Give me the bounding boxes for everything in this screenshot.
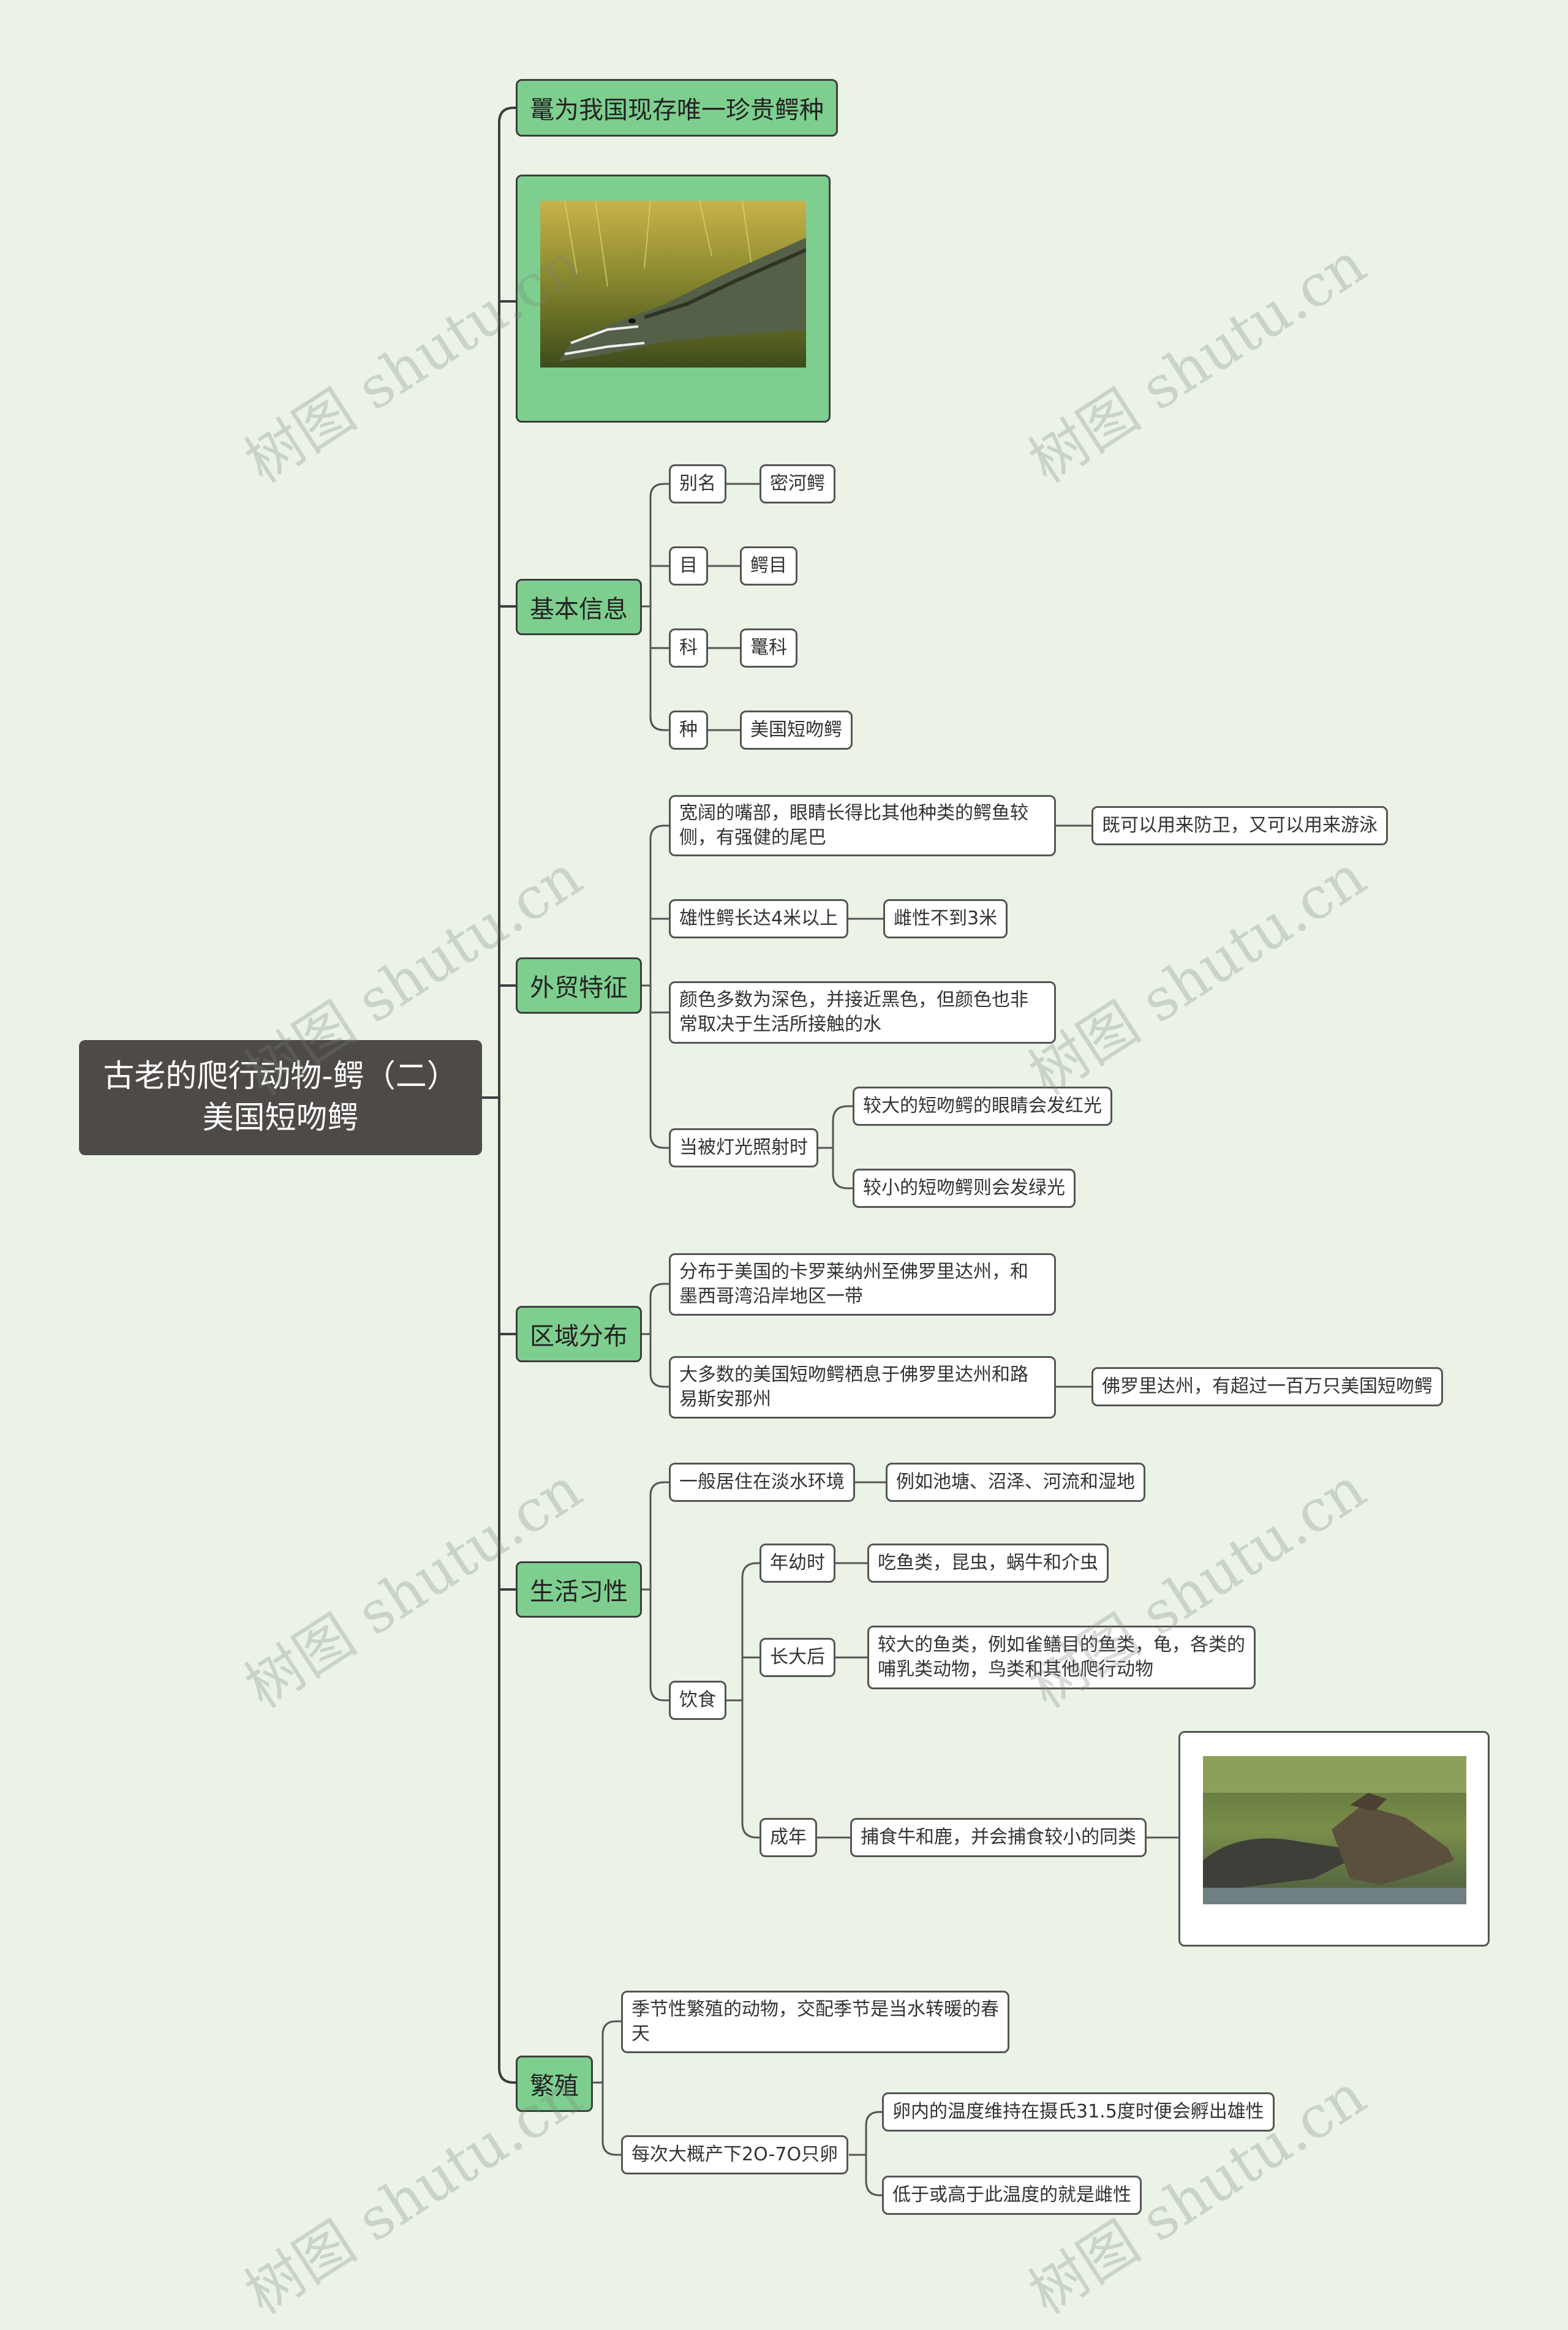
habit-diet[interactable]: 饮食 (669, 1681, 726, 1720)
branch-features[interactable]: 外贸特征 (516, 957, 642, 1014)
branch-basic-info[interactable]: 基本信息 (516, 579, 642, 635)
root-title-line2: 美国短吻鳄 (103, 1098, 458, 1139)
branch-rare-species[interactable]: 鼍为我国现存唯一珍贵鳄种 (516, 79, 838, 137)
basic-key-species[interactable]: 种 (669, 711, 708, 750)
basic-value-species[interactable]: 美国短吻鳄 (740, 711, 853, 750)
diet-grown-food[interactable]: 较大的鱼类，例如雀鳝目的鱼类，龟，各类的哺乳类动物，鸟类和其他爬行动物 (867, 1626, 1256, 1689)
branch-region[interactable]: 区域分布 (516, 1306, 642, 1362)
branch-habits[interactable]: 生活习性 (516, 1561, 642, 1618)
habit-freshwater-examples[interactable]: 例如池塘、沼泽、河流和湿地 (886, 1463, 1145, 1502)
crocodile-photo-card[interactable] (516, 175, 831, 423)
diet-adult[interactable]: 成年 (760, 1818, 817, 1857)
breed-egg-count[interactable]: 每次大概产下2O-7O只卵 (621, 2135, 848, 2174)
alligator-photo-card[interactable] (1178, 1731, 1490, 1947)
feature-tail-use[interactable]: 既可以用来防卫，又可以用来游泳 (1091, 806, 1388, 845)
diet-grown[interactable]: 长大后 (760, 1638, 835, 1677)
region-distribution[interactable]: 分布于美国的卡罗莱纳州至佛罗里达州，和墨西哥湾沿岸地区一带 (669, 1253, 1056, 1316)
diet-young[interactable]: 年幼时 (760, 1544, 835, 1583)
feature-mouth-eyes[interactable]: 宽阔的嘴部，眼睛长得比其他种类的鳄鱼较侧，有强健的尾巴 (669, 795, 1056, 856)
breed-male-temp[interactable]: 卵内的温度维持在摄氏31.5度时便会孵出雄性 (882, 2092, 1275, 2132)
basic-value-family[interactable]: 鼍科 (740, 628, 797, 668)
feature-male-length[interactable]: 雄性鳄长达4米以上 (669, 899, 848, 938)
basic-value-alias[interactable]: 密河鳄 (760, 464, 835, 503)
alligator-photo (1203, 1756, 1466, 1904)
region-florida-count[interactable]: 佛罗里达州，有超过一百万只美国短吻鳄 (1091, 1367, 1443, 1406)
feature-female-length[interactable]: 雌性不到3米 (883, 899, 1008, 938)
root-title-line1: 古老的爬行动物-鳄（二） (103, 1056, 458, 1098)
breed-season[interactable]: 季节性繁殖的动物，交配季节是当水转暖的春天 (621, 1991, 1009, 2053)
basic-key-alias[interactable]: 别名 (669, 464, 726, 503)
feature-light[interactable]: 当被灯光照射时 (669, 1128, 818, 1167)
region-habitat[interactable]: 大多数的美国短吻鳄栖息于佛罗里达州和路易斯安那州 (669, 1356, 1056, 1419)
crocodile-photo (540, 201, 806, 368)
basic-value-order[interactable]: 鳄目 (740, 546, 797, 586)
basic-key-order[interactable]: 目 (669, 546, 708, 586)
root-topic[interactable]: 古老的爬行动物-鳄（二） 美国短吻鳄 (79, 1040, 482, 1155)
feature-red-eyes[interactable]: 较大的短吻鳄的眼睛会发红光 (853, 1087, 1112, 1126)
habit-freshwater[interactable]: 一般居住在淡水环境 (669, 1463, 855, 1502)
feature-color[interactable]: 颜色多数为深色，并接近黑色，但颜色也非常取决于生活所接触的水 (669, 981, 1056, 1044)
basic-key-family[interactable]: 科 (669, 628, 708, 668)
feature-green-eyes[interactable]: 较小的短吻鳄则会发绿光 (853, 1169, 1076, 1208)
diet-adult-food[interactable]: 捕食牛和鹿，并会捕食较小的同类 (850, 1818, 1147, 1857)
breed-female-temp[interactable]: 低于或高于此温度的就是雌性 (882, 2176, 1142, 2215)
diet-young-food[interactable]: 吃鱼类，昆虫，蜗牛和介虫 (867, 1544, 1109, 1583)
branch-breed[interactable]: 繁殖 (516, 2056, 593, 2112)
